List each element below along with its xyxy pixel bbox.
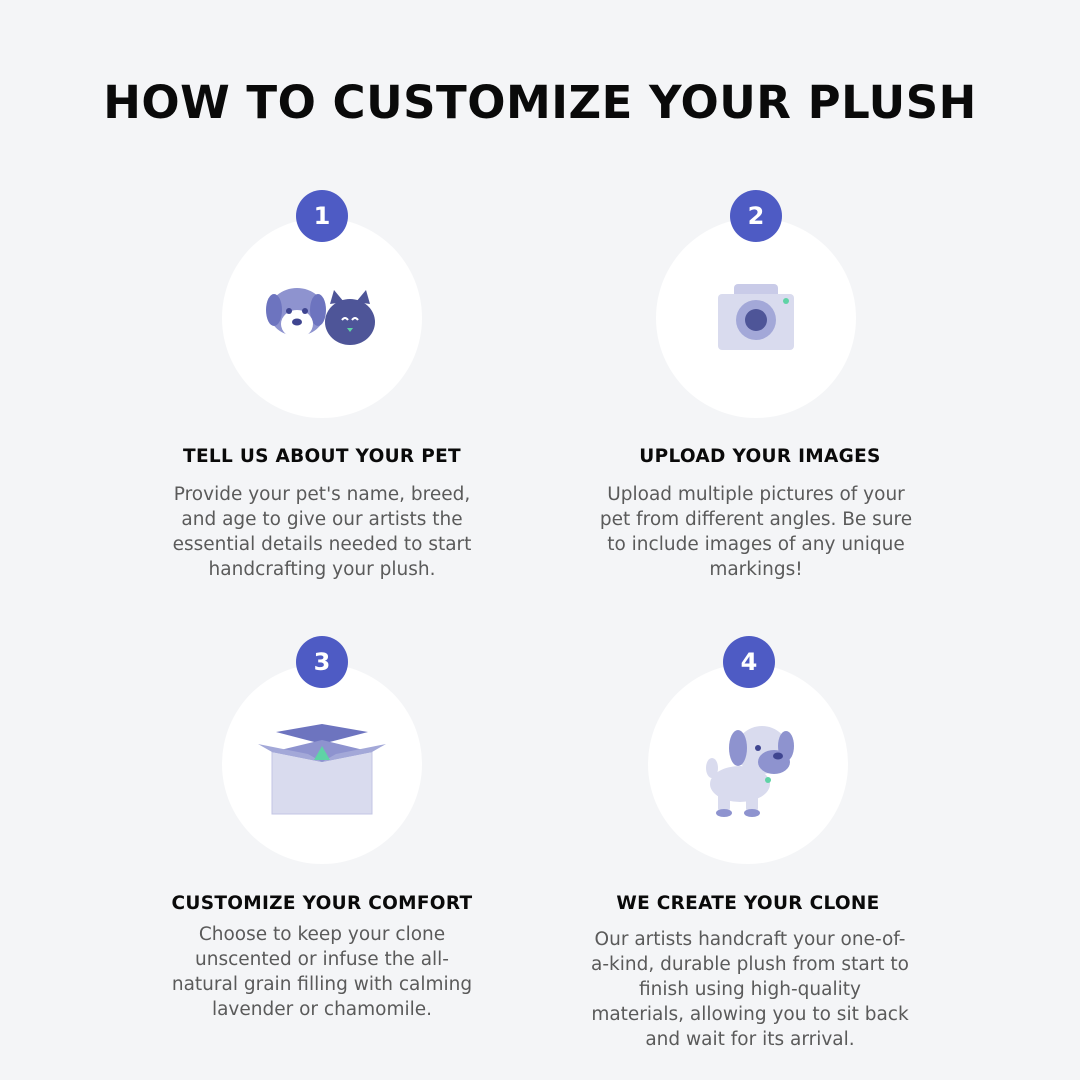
step-3-heading: CUSTOMIZE YOUR COMFORT — [171, 893, 473, 914]
step-2-badge: 2 — [730, 190, 782, 242]
dog-and-cat-icon — [266, 288, 375, 345]
camera-icon — [718, 284, 794, 350]
step-2-heading: UPLOAD YOUR IMAGES — [639, 446, 881, 467]
step-2-description: Upload multiple pictures of your pet fro… — [599, 484, 913, 580]
puppy-plush-icon — [706, 726, 794, 817]
step-1-heading: TELL US ABOUT YOUR PET — [183, 446, 461, 467]
page-title: HOW TO CUSTOMIZE YOUR PLUSH — [103, 76, 977, 129]
step-1-badge: 1 — [296, 190, 348, 242]
step-4-heading: WE CREATE YOUR CLONE — [616, 893, 880, 914]
open-box-icon — [258, 724, 386, 815]
step-1-description: Provide your pet's name, breed, and age … — [172, 484, 472, 580]
step-4-description: Our artists handcraft your one-of-a-kind… — [591, 929, 909, 1050]
step-3-description: Choose to keep your clone unscented or i… — [171, 924, 473, 1020]
step-3-badge: 3 — [296, 636, 348, 688]
step-4-badge: 4 — [723, 636, 775, 688]
